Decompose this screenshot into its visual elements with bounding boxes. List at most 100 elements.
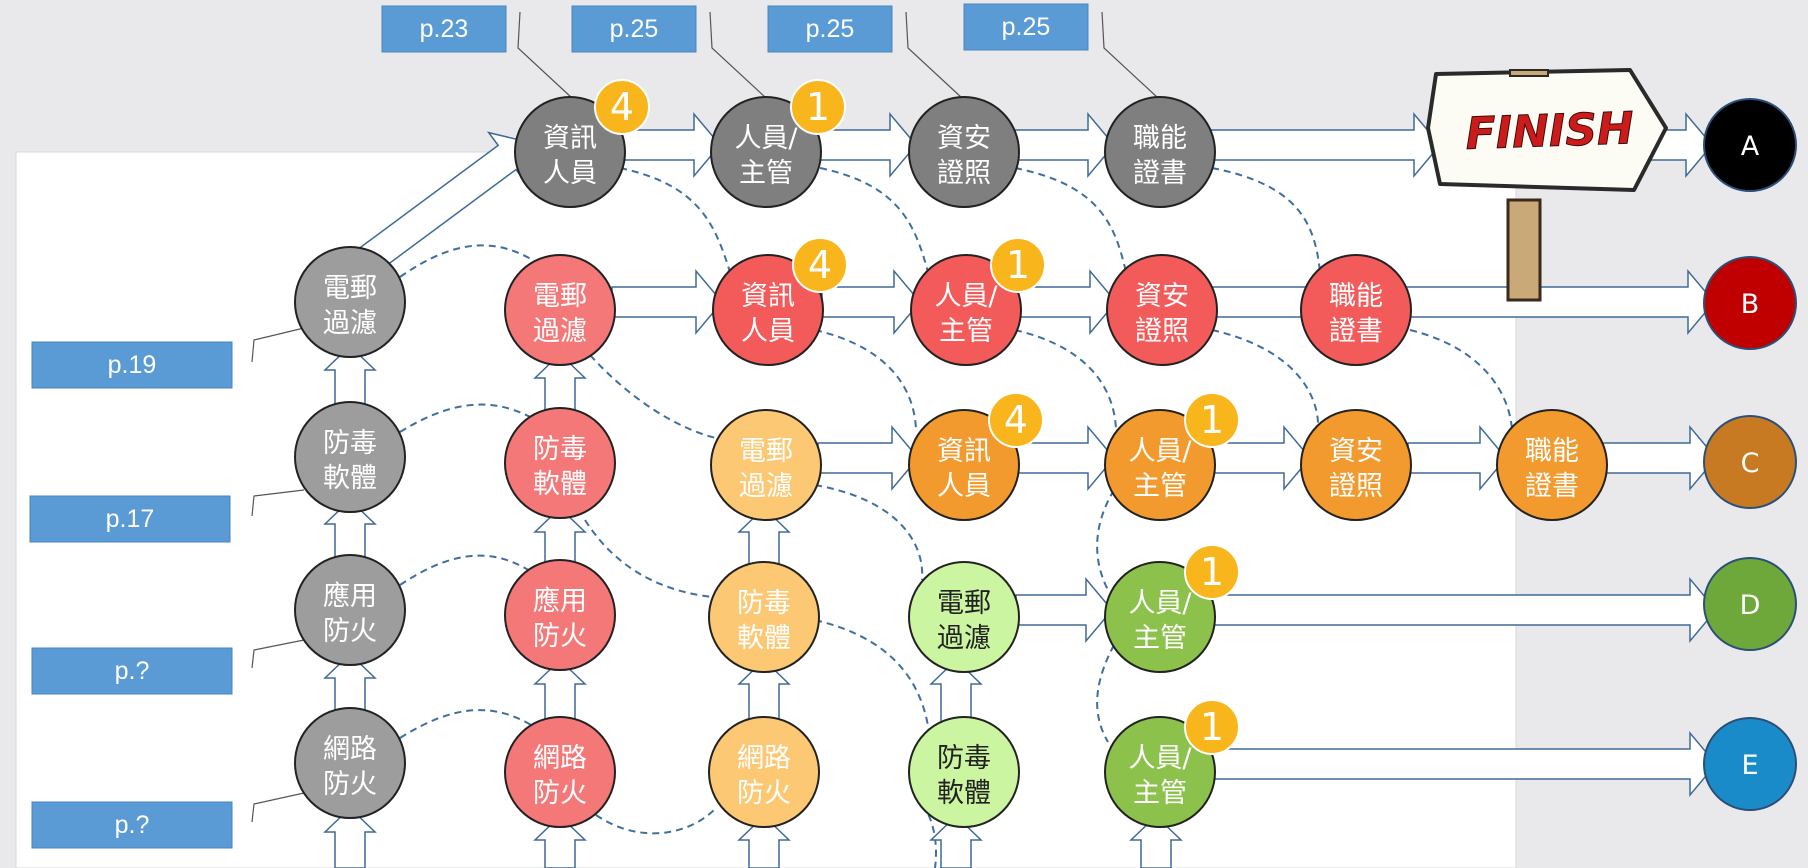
node-label-line2: 過濾 <box>323 308 377 339</box>
node-circle <box>1104 96 1216 208</box>
node-circle <box>908 409 1020 521</box>
node-label-line1: 網路 <box>323 734 377 765</box>
page-ref-top: p.25 <box>963 3 1089 51</box>
page-ref-text: p.? <box>115 811 150 839</box>
node-label-line2: 防火 <box>323 769 377 800</box>
page-ref-left: p.? <box>31 647 233 695</box>
flow-arrow <box>1407 424 1507 492</box>
endpoint-label: C <box>1741 448 1760 479</box>
node-label-line1: 電郵 <box>937 588 991 619</box>
count-badge <box>792 237 848 293</box>
flow-arrows <box>323 111 1717 868</box>
node-label-line2: 人員 <box>741 316 795 347</box>
endpoint-label: E <box>1741 750 1758 781</box>
count-badge-value: 4 <box>808 243 832 287</box>
node-label-line2: 證照 <box>937 158 991 189</box>
node-label-line1: 網路 <box>737 743 791 774</box>
endpoint-c: C <box>1703 415 1797 509</box>
node-label-line1: 人員/ <box>1128 743 1192 774</box>
callout-line <box>251 327 305 363</box>
node-label-line2: 證書 <box>1133 158 1187 189</box>
page-ref-top: p.25 <box>767 5 893 53</box>
node-label-line1: 資安 <box>937 123 991 154</box>
node-label-line2: 主管 <box>1133 623 1187 654</box>
node-label-line2: 證書 <box>1329 316 1383 347</box>
finish-text: FINISH <box>1465 103 1635 160</box>
dashed-connector <box>1211 329 1320 431</box>
endpoint-d: D <box>1703 557 1797 651</box>
node-circle <box>708 561 820 673</box>
node-circle <box>710 96 822 208</box>
page-ref-top: p.25 <box>571 5 697 53</box>
node-gD-staff: 人員/主管1 <box>1104 544 1240 673</box>
endpoint-a: A <box>1703 98 1797 192</box>
node-circle <box>908 96 1020 208</box>
flow-arrow <box>1013 111 1115 179</box>
count-badge <box>988 392 1044 448</box>
endpoint-label: D <box>1740 590 1761 621</box>
node-label-line2: 證照 <box>1135 316 1189 347</box>
node-label-line1: 電郵 <box>739 436 793 467</box>
page-ref-text: p.25 <box>806 15 855 43</box>
count-badge-value: 1 <box>1200 705 1224 749</box>
node-label-line1: 資訊 <box>741 281 795 312</box>
reference-callout-lines <box>251 11 1159 823</box>
node-label-line2: 防火 <box>533 621 587 652</box>
dashed-connector <box>814 329 917 431</box>
node-label-line2: 軟體 <box>937 778 991 809</box>
node-label-line2: 證書 <box>1525 471 1579 502</box>
node-label-line2: 過濾 <box>937 623 991 654</box>
dashed-connector <box>589 354 717 439</box>
node-circle <box>908 561 1020 673</box>
flow-arrow <box>533 814 587 868</box>
count-badge-value: 1 <box>806 85 830 129</box>
flow-arrow <box>1129 814 1183 868</box>
count-badge <box>990 237 1046 293</box>
node-label-line1: 資訊 <box>543 123 597 154</box>
count-badge-value: 1 <box>1006 243 1030 287</box>
node-label-line1: 資安 <box>1329 436 1383 467</box>
node-circle <box>1104 561 1216 673</box>
page-ref-top: p.23 <box>381 5 507 53</box>
flow-arrow <box>817 424 919 492</box>
node-label-line1: 資訊 <box>937 436 991 467</box>
node-circle <box>1106 254 1218 366</box>
callout-line <box>251 639 305 669</box>
node-label-line1: 職能 <box>1329 281 1383 312</box>
node-label-line1: 電郵 <box>323 273 377 304</box>
node-label-line2: 防火 <box>737 778 791 809</box>
page-ref-text: p.17 <box>106 505 155 533</box>
flow-arrow <box>1211 730 1717 798</box>
page-ref-left: p.17 <box>29 495 231 543</box>
flow-arrow <box>323 806 377 868</box>
callout-line <box>905 11 963 99</box>
flow-arrow <box>1015 424 1115 492</box>
page-ref-text: p.25 <box>610 15 659 43</box>
count-badge <box>1184 392 1240 448</box>
node-label-line1: 資安 <box>1135 281 1189 312</box>
node-label-line2: 主管 <box>1133 471 1187 502</box>
node-circle <box>1496 409 1608 521</box>
callout-line <box>251 489 305 517</box>
dashed-connector <box>814 619 931 741</box>
node-label-line1: 人員/ <box>934 281 998 312</box>
flow-arrow <box>621 111 721 179</box>
dashed-connector <box>399 244 537 278</box>
dashed-connectors <box>399 167 1513 868</box>
count-badge-value: 1 <box>1200 398 1224 442</box>
dashed-connector <box>1096 489 1115 591</box>
page-ref-box <box>381 5 507 53</box>
flow-arrow <box>821 268 921 336</box>
page-ref-box <box>31 341 233 389</box>
